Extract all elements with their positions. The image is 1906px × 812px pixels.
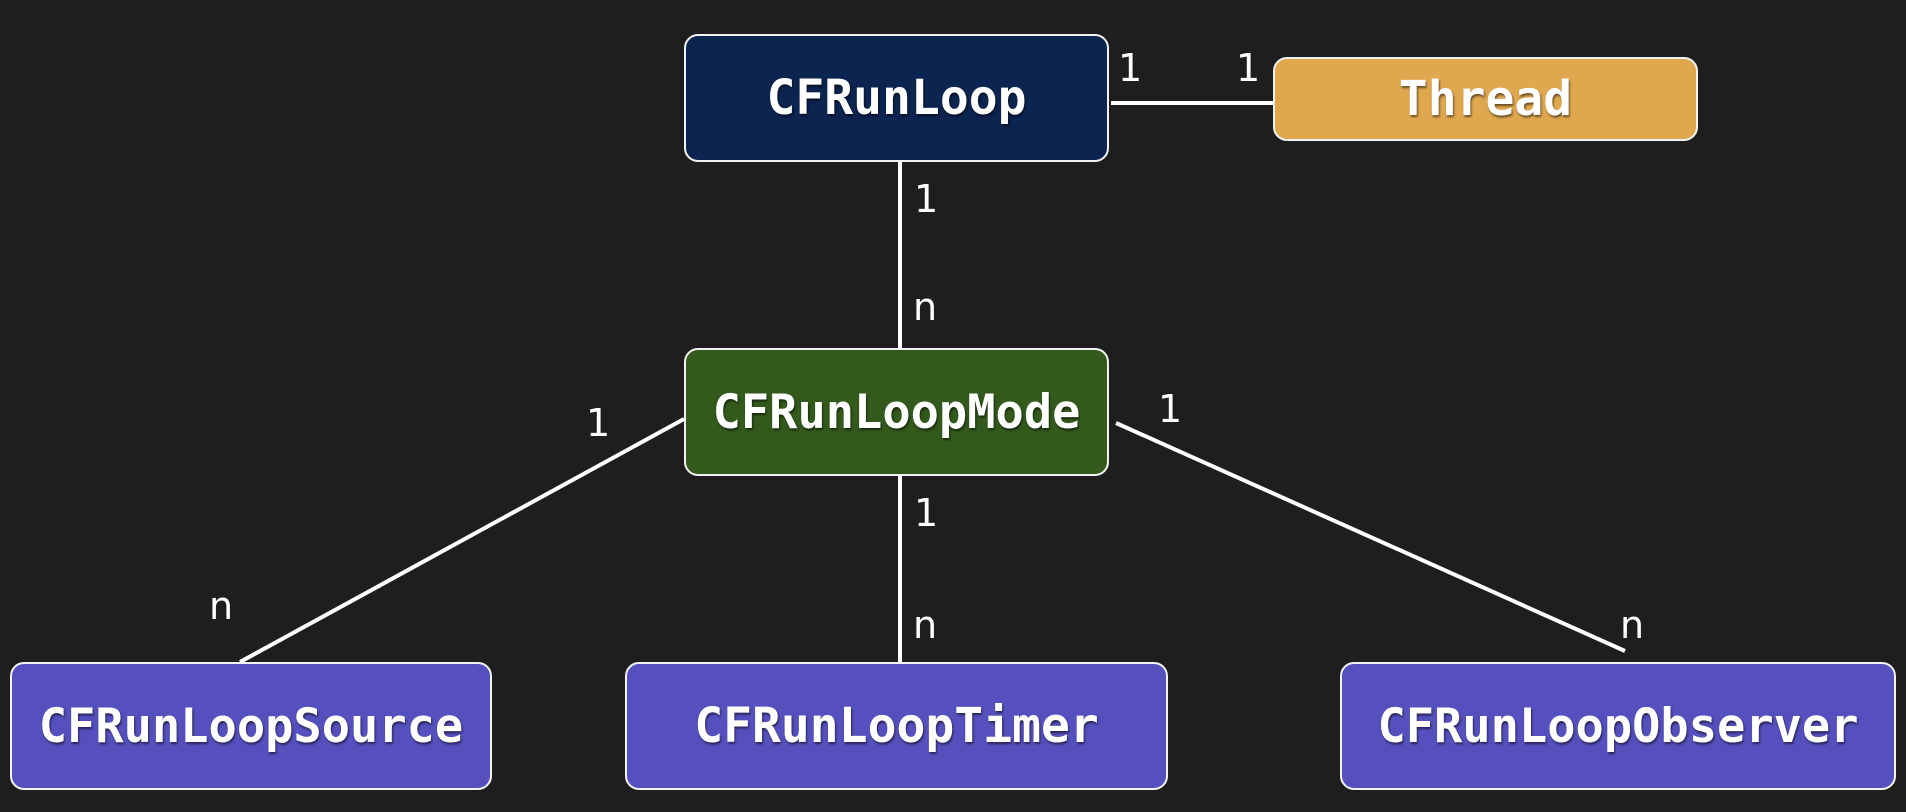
node-cfrunloopmode: CFRunLoopMode bbox=[684, 348, 1109, 476]
card-mode-timer-from: 1 bbox=[914, 491, 939, 535]
card-runloop-mode-from: 1 bbox=[914, 177, 939, 221]
card-mode-timer-to: n bbox=[913, 603, 938, 647]
node-cfrunloopsource: CFRunLoopSource bbox=[10, 662, 492, 790]
node-cfrunloopobserver: CFRunLoopObserver bbox=[1340, 662, 1896, 790]
card-mode-observer-to: n bbox=[1620, 603, 1645, 647]
card-mode-source-to: n bbox=[209, 584, 234, 628]
node-cfrunlooptimer: CFRunLoopTimer bbox=[625, 662, 1168, 790]
card-runloop-thread-from: 1 bbox=[1118, 46, 1143, 90]
edge-mode-observer bbox=[1115, 421, 1626, 653]
edge-mode-source bbox=[239, 417, 685, 664]
node-thread: Thread bbox=[1273, 57, 1698, 141]
card-runloop-thread-to: 1 bbox=[1236, 46, 1261, 90]
card-mode-observer-from: 1 bbox=[1158, 387, 1183, 431]
card-mode-source-from: 1 bbox=[586, 401, 611, 445]
card-runloop-mode-to: n bbox=[913, 285, 938, 329]
node-cfrunloop: CFRunLoop bbox=[684, 34, 1109, 162]
